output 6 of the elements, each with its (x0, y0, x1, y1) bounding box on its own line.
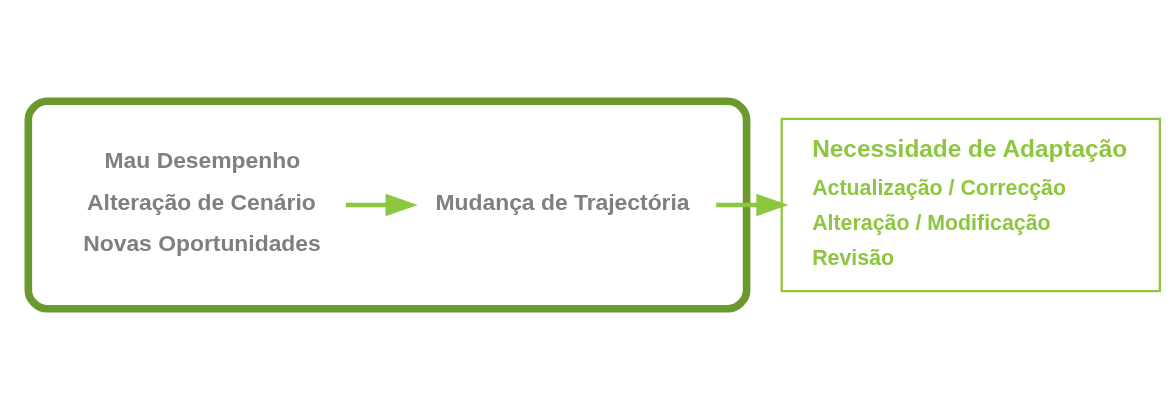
arrow (716, 193, 789, 217)
node-text: Mudança de Trajectória (435, 188, 690, 215)
arrow (345, 193, 418, 217)
node-text: Mau Desempenho Alteração de Cenário Novas Oportunidades (83, 147, 321, 256)
cluster (24, 97, 751, 313)
node-box: Necessidade de Adaptação Actualização / Correcção Alteração / Modificação Revisão (780, 117, 1162, 293)
